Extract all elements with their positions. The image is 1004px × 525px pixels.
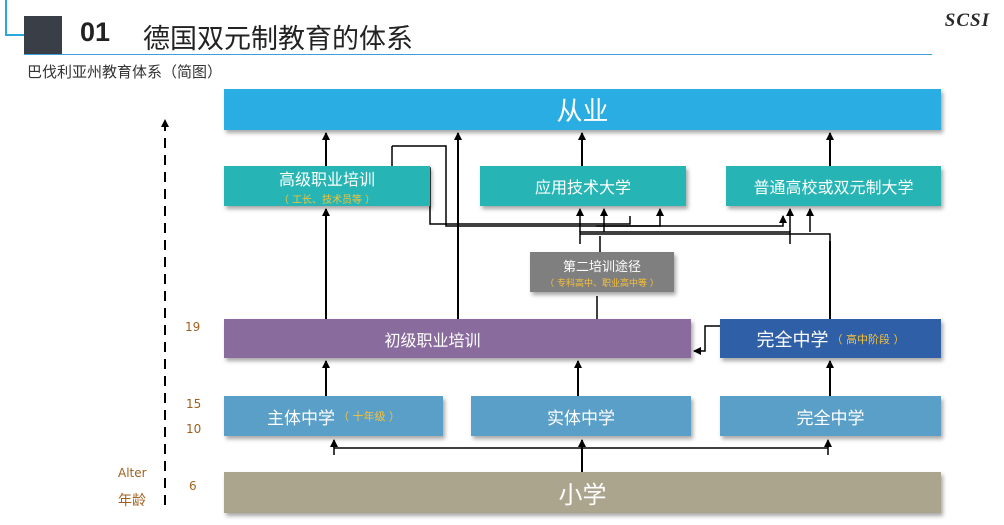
gymnasium-lower-box: 完全中学	[720, 396, 941, 436]
employment-box: 从业	[224, 89, 941, 130]
advanced-vocational-training-box: 高级职业培训 （ 工长、技术员等 ）	[224, 166, 430, 206]
main-school-label: 主体中学	[267, 408, 335, 429]
initial-vocational-training-box: 初级职业培训	[224, 319, 691, 358]
title-underline	[24, 54, 932, 55]
advanced-vocational-training-note: （ 工长、技术员等 ）	[278, 195, 376, 206]
age-6-label: 6	[189, 479, 197, 493]
age-axis-alter-label: Alter	[118, 466, 147, 480]
title-marker-square	[24, 16, 62, 54]
second-training-path-label: 第二培训途径	[562, 259, 641, 275]
primary-school-box: 小学	[224, 472, 941, 513]
age-15-label: 15	[186, 397, 202, 411]
gymnasium-lower-label: 完全中学	[796, 408, 865, 429]
section-number: 01	[80, 17, 111, 47]
age-axis-title: 年龄	[118, 493, 146, 509]
applied-sciences-university-label: 应用技术大学	[534, 178, 631, 197]
employment-label: 从业	[556, 97, 609, 127]
gymnasium-upper-stage-note: （ 高中阶段 ）	[831, 332, 905, 346]
advanced-vocational-training-label: 高级职业培训	[278, 170, 375, 189]
general-or-dual-university-box: 普通高校或双元制大学	[726, 166, 941, 206]
second-training-path-note: （ 专科高中、职业高中等 ）	[545, 278, 659, 289]
real-school-box: 实体中学	[471, 396, 691, 436]
page-title: 德国双元制教育的体系	[143, 24, 413, 55]
gymnasium-upper-stage-label: 完全中学	[756, 329, 829, 351]
main-school-box: 主体中学 （ 十年级 ）	[224, 396, 443, 436]
primary-school-label: 小学	[558, 481, 607, 509]
main-school-note: （ 十年级 ）	[338, 410, 400, 423]
second-training-path-box: 第二培训途径 （ 专科高中、职业高中等 ）	[530, 252, 674, 292]
diagram-subtitle: 巴伐利亚州教育体系（简图）	[27, 63, 223, 81]
age-19-label: 19	[185, 320, 201, 334]
age-10-label: 10	[186, 422, 202, 436]
real-school-label: 实体中学	[547, 408, 615, 429]
gymnasium-upper-stage-box: 完全中学 （ 高中阶段 ）	[720, 319, 941, 358]
initial-vocational-training-label: 初级职业培训	[384, 330, 481, 350]
applied-sciences-university-box: 应用技术大学	[480, 166, 686, 206]
general-or-dual-university-label: 普通高校或双元制大学	[753, 178, 914, 197]
brand-logo: SCSI	[944, 10, 990, 31]
